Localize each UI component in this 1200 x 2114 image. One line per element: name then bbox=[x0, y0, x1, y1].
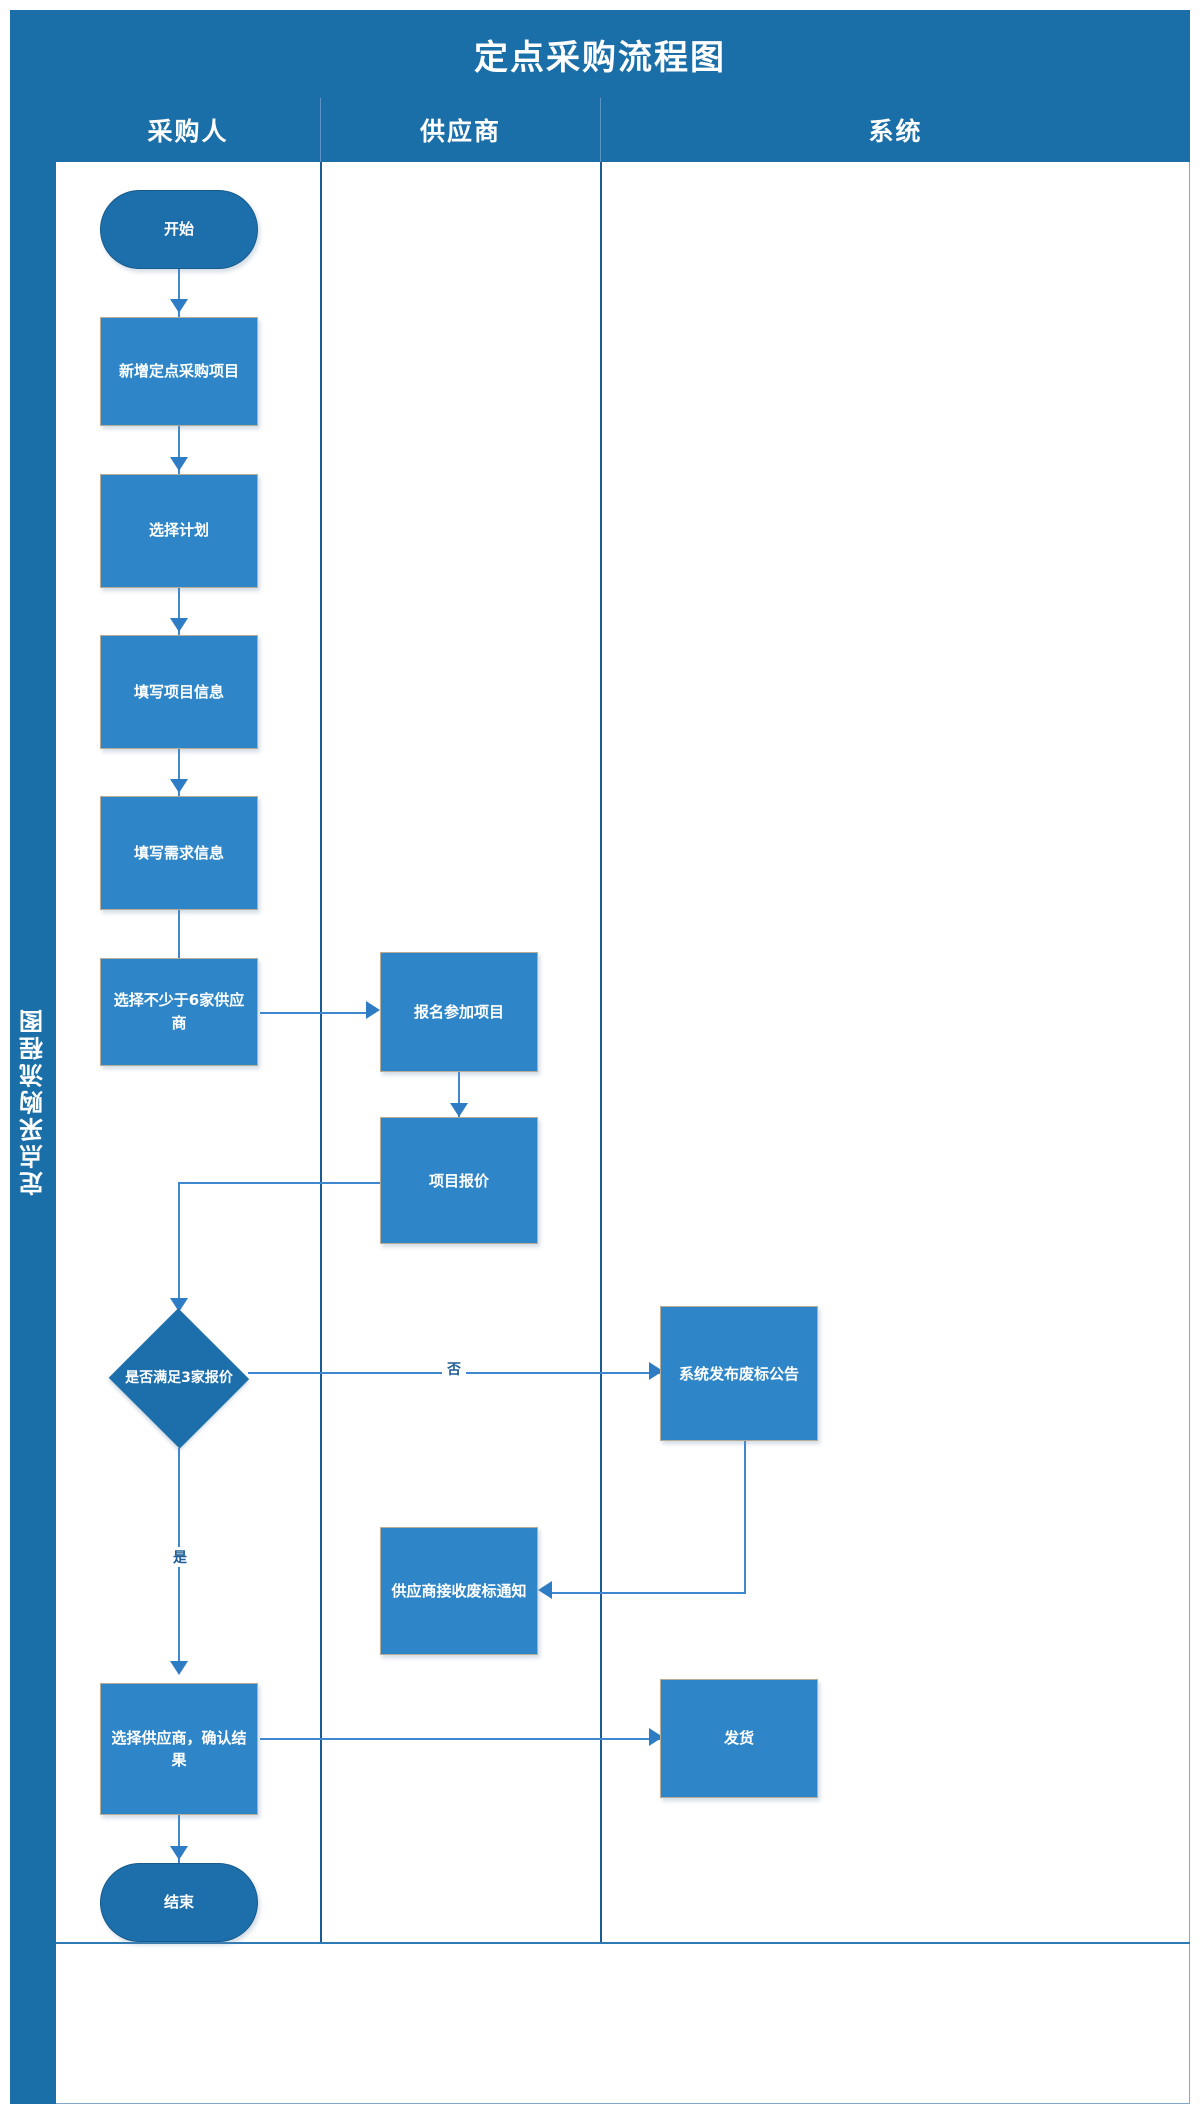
arrowhead-down bbox=[450, 1102, 468, 1117]
arrowhead-right bbox=[649, 1727, 663, 1746]
lane-separator-1 bbox=[320, 162, 322, 1942]
node-label: 新增定点采购项目 bbox=[118, 362, 239, 381]
node-label: 选择计划 bbox=[148, 521, 209, 540]
lane-header-system: 系统 bbox=[600, 98, 1190, 162]
node-label: 系统发布废标公告 bbox=[678, 1364, 799, 1383]
connector-confirm-to-ship bbox=[260, 1738, 660, 1741]
node-project-quote[interactable]: 项目报价 bbox=[380, 1117, 538, 1245]
node-publish-fail-notice[interactable]: 系统发布废标公告 bbox=[660, 1306, 818, 1442]
connector-fill-project-to-fill-demand bbox=[178, 748, 180, 797]
node-label: 供应商接收废标通知 bbox=[391, 1581, 527, 1600]
side-band: 定点采购流程图 bbox=[10, 98, 56, 2104]
node-fill-demand-info[interactable]: 填写需求信息 bbox=[100, 796, 258, 910]
node-start[interactable]: 开始 bbox=[100, 189, 258, 270]
diagram-title: 定点采购流程图 bbox=[474, 37, 726, 78]
node-label: 选择不少于6家供应商 bbox=[113, 991, 245, 1032]
lane-header-label: 系统 bbox=[868, 117, 923, 146]
arrowhead-down bbox=[170, 1660, 188, 1675]
lane-header-label: 采购人 bbox=[147, 117, 229, 146]
connector-publish-fail-to-receive-fail bbox=[552, 1591, 746, 1594]
node-label: 报名参加项目 bbox=[413, 1003, 504, 1022]
diagram-title-bar: 定点采购流程图 bbox=[10, 10, 1190, 98]
connector-quote-to-decision-vertical bbox=[178, 1182, 180, 1310]
connector-start-to-new-project bbox=[178, 269, 180, 317]
node-label: 发货 bbox=[723, 1729, 754, 1748]
node-label: 选择供应商，确认结果 bbox=[111, 1728, 247, 1770]
connector-select-suppliers-to-enroll bbox=[260, 1011, 372, 1014]
node-new-project[interactable]: 新增定点采购项目 bbox=[100, 316, 258, 427]
node-label: 填写需求信息 bbox=[133, 843, 224, 862]
connector-publish-fail-down bbox=[744, 1441, 746, 1594]
arrowhead-down bbox=[170, 617, 188, 632]
node-decision-three-quotes[interactable]: 是否满足3家报价 bbox=[108, 1308, 250, 1449]
lane-bottom-rule bbox=[56, 1942, 1190, 1944]
node-label: 是否满足3家报价 bbox=[125, 1370, 233, 1387]
node-fill-project-info[interactable]: 填写项目信息 bbox=[100, 635, 258, 749]
node-label: 填写项目信息 bbox=[133, 682, 224, 701]
lane-header-supplier: 供应商 bbox=[320, 98, 600, 162]
lane-header-buyer: 采购人 bbox=[56, 98, 320, 162]
node-confirm-result[interactable]: 选择供应商，确认结果 bbox=[100, 1682, 258, 1816]
edge-label-no: 否 bbox=[442, 1359, 466, 1380]
arrowhead-right bbox=[366, 1001, 380, 1020]
arrowhead-left bbox=[538, 1581, 552, 1600]
arrowhead-down bbox=[170, 456, 188, 471]
arrowhead-down bbox=[170, 1845, 188, 1860]
arrowhead-right bbox=[649, 1361, 663, 1380]
node-select-suppliers[interactable]: 选择不少于6家供应商 bbox=[100, 957, 258, 1066]
connector-quote-to-decision-horizontal bbox=[178, 1182, 382, 1185]
node-label: 结束 bbox=[163, 1893, 194, 1912]
connector-confirm-to-end bbox=[178, 1815, 180, 1863]
arrowhead-down bbox=[170, 1298, 188, 1313]
arrowhead-down bbox=[170, 299, 188, 314]
connector-new-project-to-select-plan bbox=[178, 426, 180, 474]
node-ship[interactable]: 发货 bbox=[660, 1679, 818, 1798]
side-band-label: 定点采购流程图 bbox=[19, 1006, 48, 1196]
lane-separator-2 bbox=[600, 162, 602, 1942]
connector-select-plan-to-fill-project bbox=[178, 587, 180, 636]
node-receive-fail-notice[interactable]: 供应商接收废标通知 bbox=[380, 1527, 538, 1656]
node-label: 开始 bbox=[163, 220, 194, 239]
edge-label-yes: 是 bbox=[168, 1546, 192, 1567]
node-select-plan[interactable]: 选择计划 bbox=[100, 473, 258, 588]
arrowhead-down bbox=[170, 779, 188, 794]
connector-fill-demand-to-select-suppliers bbox=[178, 909, 180, 958]
lane-header-label: 供应商 bbox=[419, 117, 501, 146]
node-label: 项目报价 bbox=[428, 1171, 489, 1190]
connector-enroll-to-quote bbox=[458, 1072, 460, 1118]
node-enroll-project[interactable]: 报名参加项目 bbox=[380, 952, 538, 1073]
node-end[interactable]: 结束 bbox=[100, 1862, 258, 1942]
